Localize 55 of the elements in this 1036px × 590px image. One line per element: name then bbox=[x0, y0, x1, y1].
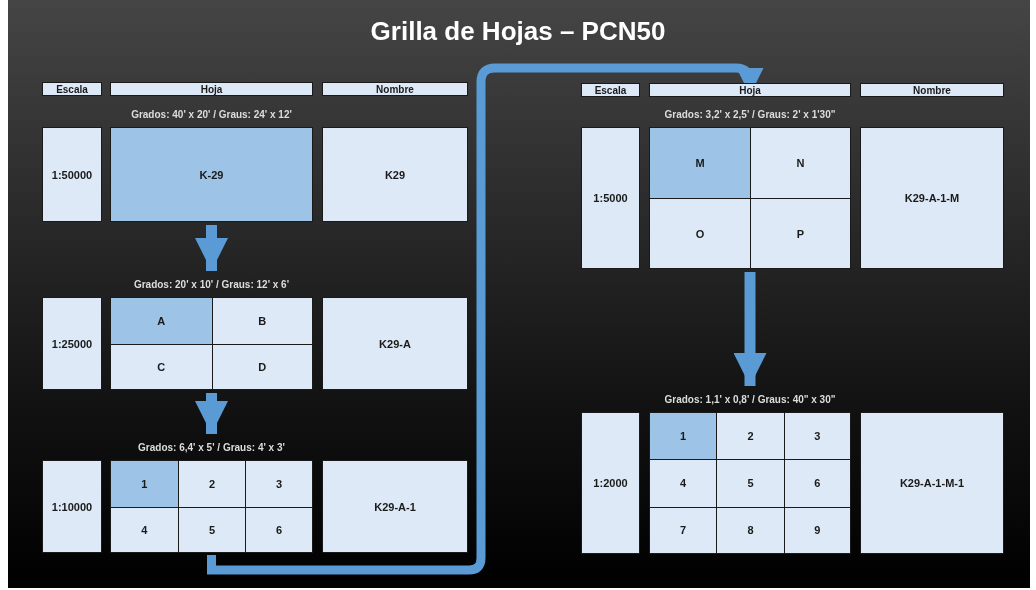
column-header: Hoja bbox=[110, 82, 313, 96]
sheet-cell: P bbox=[750, 198, 851, 269]
sheet-cell: 6 bbox=[783, 459, 851, 508]
grid-heading: Grados: 3,2' x 2,5' / Graus: 2' x 1'30" bbox=[663, 109, 837, 120]
grid-heading: Grados: 20' x 10' / Graus: 12' x 6' bbox=[132, 279, 291, 290]
column-header: Hoja bbox=[649, 83, 851, 97]
sheet-cell: 3 bbox=[783, 412, 851, 461]
sheet-grid bbox=[649, 392, 851, 554]
sheet-cell: B bbox=[211, 297, 313, 345]
diagram-title: Grilla de Hojas – PCN50 bbox=[369, 16, 667, 47]
sheet-name-cell: K29-A bbox=[322, 297, 468, 390]
sheet-cell: A bbox=[110, 297, 213, 345]
sheet-cell: 1 bbox=[110, 460, 179, 508]
sheet-cell: O bbox=[649, 198, 751, 269]
sheet-cell: 5 bbox=[177, 506, 247, 553]
sheet-cell: D bbox=[211, 343, 313, 390]
sheet-cell: M bbox=[649, 127, 751, 199]
scale-cell: 1:25000 bbox=[42, 297, 102, 390]
grid-heading: Grados: 6,4' x 5' / Graus: 4' x 3' bbox=[137, 442, 286, 453]
sheet-cell: 2 bbox=[716, 412, 785, 461]
sheet-cell: 2 bbox=[177, 460, 247, 508]
sheet-cell: 5 bbox=[716, 459, 785, 508]
sheet-cell: 6 bbox=[245, 506, 313, 553]
block-arrow bbox=[207, 63, 764, 575]
sheet-cell: 9 bbox=[783, 506, 851, 554]
sheet-grid bbox=[110, 107, 313, 222]
block-arrow bbox=[733, 272, 767, 386]
sheet-cell: N bbox=[750, 127, 851, 199]
column-header: Escala bbox=[42, 82, 102, 96]
sheet-cell: 7 bbox=[649, 506, 718, 554]
column-header: Nombre bbox=[860, 83, 1004, 97]
block-arrow bbox=[195, 225, 228, 271]
sheet-name-cell: K29 bbox=[322, 127, 468, 222]
sheet-cell: 8 bbox=[716, 506, 785, 554]
scale-cell: 1:2000 bbox=[581, 412, 640, 554]
sheet-grid bbox=[110, 440, 313, 553]
sheet-cell: 4 bbox=[649, 459, 718, 508]
grid-heading: Grados: 40' x 20' / Graus: 24' x 12' bbox=[130, 109, 293, 120]
sheet-cell: K-29 bbox=[110, 127, 313, 222]
grid-heading: Grados: 1,1' x 0,8' / Graus: 40" x 30" bbox=[663, 394, 837, 405]
block-arrow bbox=[195, 393, 228, 434]
sheet-name-cell: K29-A-1-M bbox=[860, 127, 1004, 269]
sheet-cell: 4 bbox=[110, 506, 179, 553]
sheet-name-cell: K29-A-1 bbox=[322, 460, 468, 553]
scale-cell: 1:5000 bbox=[581, 127, 640, 269]
column-header: Escala bbox=[581, 83, 640, 97]
scale-cell: 1:10000 bbox=[42, 460, 102, 553]
sheet-name-cell: K29-A-1-M-1 bbox=[860, 412, 1004, 554]
sheet-grid bbox=[110, 277, 313, 390]
sheet-cell: 1 bbox=[649, 412, 718, 461]
column-header: Nombre bbox=[322, 82, 468, 96]
sheet-grid bbox=[649, 107, 851, 269]
sheet-cell: C bbox=[110, 343, 213, 390]
sheet-cell: 3 bbox=[245, 460, 313, 508]
scale-cell: 1:50000 bbox=[42, 127, 102, 222]
